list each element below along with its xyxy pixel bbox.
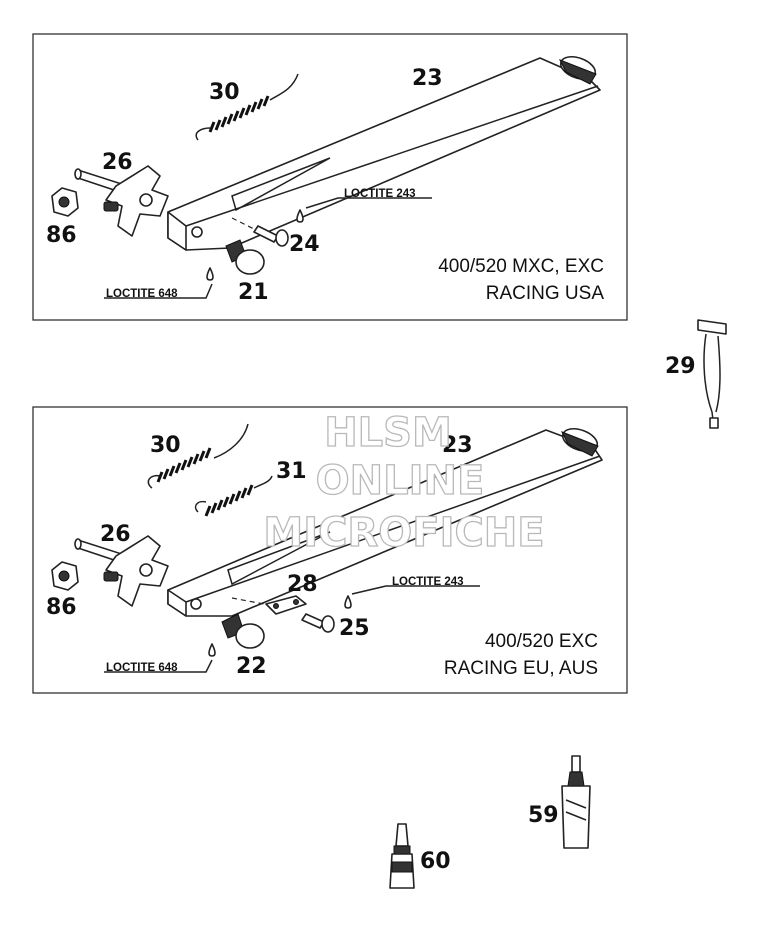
watermark-line-3: MICROFICHE <box>263 510 544 556</box>
callout-26: 26 <box>102 150 133 175</box>
callout-23-b: 23 <box>442 433 473 458</box>
bushing-22 <box>221 613 265 649</box>
callout-86-b: 86 <box>46 595 77 620</box>
sealant-tube-60: 60 <box>389 823 451 889</box>
callout-59: 59 <box>528 803 559 828</box>
watermark: HLSM ONLINE MICROFICHE <box>263 409 546 556</box>
watermark-line-2: ONLINE <box>316 458 485 504</box>
loctite-243-label-b: LOCTITE 243 <box>392 576 464 588</box>
spring-31 <box>194 475 273 517</box>
callout-25: 25 <box>339 616 370 641</box>
callout-28: 28 <box>287 572 318 597</box>
loctite-648-label: LOCTITE 648 <box>106 288 178 300</box>
bracket-26 <box>74 165 169 237</box>
callout-30: 30 <box>209 80 240 105</box>
loctite-drop-648-top <box>206 267 214 281</box>
panel-bottom: 30 23 31 26 86 28 25 22 LOCTITE 243 LOCT… <box>32 406 628 694</box>
watermark-line-1: HLSM <box>324 410 452 456</box>
callout-21: 21 <box>238 280 269 305</box>
bolt-24 <box>231 217 289 247</box>
variant-line-2-b: RACING EU, AUS <box>444 658 598 679</box>
variant-line-2: RACING USA <box>486 283 605 304</box>
callout-22: 22 <box>236 654 267 679</box>
kickstand-leg-23-b <box>167 427 603 617</box>
callout-29: 29 <box>665 354 696 379</box>
panel-top-frame <box>32 33 628 321</box>
spring-30 <box>195 73 299 141</box>
nut-86 <box>51 187 79 217</box>
bracket-26-b <box>74 535 169 607</box>
panel-bottom-frame <box>32 406 628 694</box>
spring-hook-tool-29: 29 <box>665 319 727 429</box>
kickstand-leg-23 <box>167 55 601 251</box>
loctite-drop-243-bottom <box>344 595 352 609</box>
loctite-drop-648-bottom <box>208 643 216 657</box>
loctite-drop-243-top <box>296 209 304 223</box>
spring-30-b <box>147 423 249 489</box>
nut-86-b <box>51 561 79 591</box>
bushing-21 <box>225 239 265 275</box>
panel-top: 30 23 26 86 24 21 LOCTITE 243 LOCTITE 64… <box>32 33 628 321</box>
callout-26-b: 26 <box>100 522 131 547</box>
loctite-648-label-b: LOCTITE 648 <box>106 662 178 674</box>
loctite-243-label: LOCTITE 243 <box>344 188 416 200</box>
variant-line-1: 400/520 MXC, EXC <box>438 256 604 277</box>
callout-31: 31 <box>276 459 307 484</box>
callout-30-b: 30 <box>150 433 181 458</box>
callout-23: 23 <box>412 66 443 91</box>
variant-line-1-b: 400/520 EXC <box>485 631 598 652</box>
loctite-bottle-59: 59 <box>528 755 591 849</box>
plate-28 <box>231 595 307 615</box>
callout-86: 86 <box>46 223 77 248</box>
bolt-25 <box>301 613 335 633</box>
callout-60: 60 <box>420 849 451 874</box>
callout-24: 24 <box>289 232 320 257</box>
